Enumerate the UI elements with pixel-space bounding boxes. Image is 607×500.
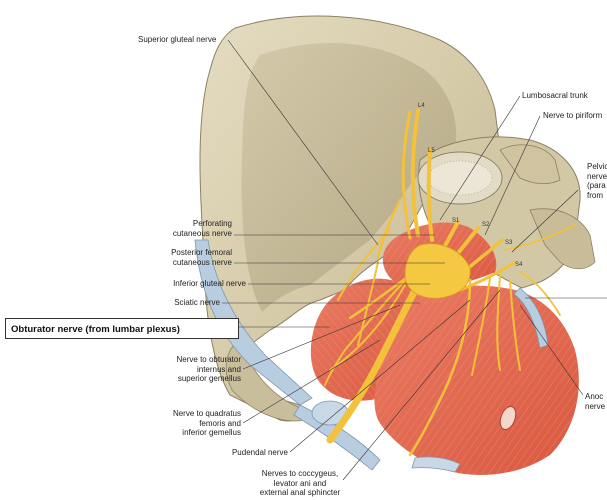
vertebra-s3-label: S3 xyxy=(505,240,513,246)
label-anococcygeal: Anoc nerve xyxy=(585,392,605,411)
label-anococcygeal-line2: nerve xyxy=(585,401,606,411)
label-sciatic: Sciatic nerve xyxy=(174,298,220,307)
label-obt-int-line1: Nerve to obturator xyxy=(176,355,241,364)
label-nerve-to-piriformis: Nerve to piriform xyxy=(543,111,603,120)
label-pelvic-splanchnic-line1: Pelvic xyxy=(587,162,607,171)
label-pelvic-splanchnic-line2: nerve xyxy=(587,171,607,181)
label-perforating-line1: Perforating xyxy=(192,219,232,228)
label-quad-fem-line2: femoris and xyxy=(199,418,241,428)
leader-lines xyxy=(222,39,607,481)
highlighted-label-box: Obturator nerve (from lumbar plexus) xyxy=(5,318,239,339)
coccyx xyxy=(411,456,461,473)
label-perforating-cutaneous: Perforating cutaneous nerve xyxy=(124,219,232,238)
iliac-fossa xyxy=(241,43,457,312)
label-post-femoral-line2: cutaneous nerve xyxy=(172,257,232,267)
label-nerve-to-quadratus-femoris: Nerve to quadratus femoris and inferior … xyxy=(130,409,241,438)
label-pudendal: Pudendal nerve xyxy=(231,448,288,457)
label-pelvic-splanchnic-line4: from xyxy=(587,190,603,200)
vertebra-l4-label: L4 xyxy=(418,103,425,109)
label-perforating-line2: cutaneous nerve xyxy=(172,228,232,238)
vertebra-l5-label: L5 xyxy=(428,148,435,154)
l5-process xyxy=(499,144,561,184)
anal-opening xyxy=(499,405,517,431)
label-nerve-to-obturator-internus: Nerve to obturator internus and superior… xyxy=(130,355,241,384)
label-coccygeus-line1: Nerves to coccygeus, xyxy=(261,469,339,478)
sacral-ala xyxy=(529,208,596,270)
label-post-femoral-line1: Posterior femoral xyxy=(171,248,232,257)
label-posterior-femoral-cutaneous: Posterior femoral cutaneous nerve xyxy=(124,248,232,267)
vertebra-s2-label: S2 xyxy=(482,222,490,228)
label-quad-fem-line3: inferior gemellus xyxy=(182,428,241,437)
label-superior-gluteal: Superior gluteal nerve xyxy=(138,35,217,44)
label-anococcygeal-line1: Anoc xyxy=(585,392,604,401)
l5-disc xyxy=(427,160,493,196)
label-coccygeus-line3: external anal sphincter xyxy=(259,488,341,497)
label-coccygeus-line2: levator ani and xyxy=(273,478,327,488)
vertebra-s1-label: S1 xyxy=(452,218,460,224)
label-inferior-gluteal: Inferior gluteal nerve xyxy=(173,279,246,288)
label-nerves-to-coccygeus: Nerves to coccygeus, levator ani and ext… xyxy=(245,469,355,498)
label-obt-int-line3: superior gemellus xyxy=(177,374,241,383)
vertebra-s4-label: S4 xyxy=(515,262,523,268)
label-quad-fem-line1: Nerve to quadratus xyxy=(172,409,241,418)
nerve-plexus xyxy=(324,108,576,457)
label-obt-int-line2: internus and xyxy=(196,364,241,374)
label-pelvic-splanchnic: Pelvic nerve (para from xyxy=(587,162,607,200)
highlighted-label-obturator-nerve: Obturator nerve (from lumbar plexus) xyxy=(11,324,180,335)
label-lumbosacral-trunk: Lumbosacral trunk xyxy=(522,91,588,100)
label-pelvic-splanchnic-line3: (para xyxy=(587,181,606,190)
sacral-plexus-trunk xyxy=(404,243,471,299)
